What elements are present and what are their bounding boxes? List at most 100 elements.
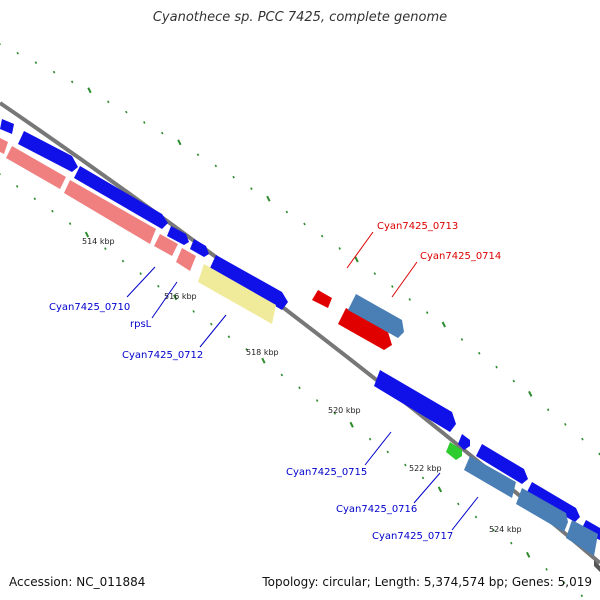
tick-mark [315, 399, 319, 402]
tick-mark [510, 541, 513, 545]
gene-arrow[interactable] [6, 146, 66, 189]
gene-arrow[interactable] [190, 239, 209, 257]
leader-line [364, 431, 392, 466]
tick-mark [16, 51, 19, 55]
gene-labels: Cyan7425_0710 rpsL Cyan7425_0712 Cyan742… [49, 221, 501, 542]
tick-mark [298, 386, 301, 390]
tick-mark [227, 335, 231, 339]
gene-arrow[interactable] [64, 180, 156, 244]
tick-mark [349, 421, 354, 428]
gene-arrow[interactable] [464, 456, 516, 498]
scale-label: 520 kbp [328, 406, 361, 415]
genome-summary-text: Topology: circular; Length: 5,374,574 bp… [262, 575, 592, 589]
gene-arrow[interactable] [198, 264, 276, 324]
tick-mark [546, 408, 550, 412]
scale-label: 522 kbp [409, 464, 442, 473]
tick-mark [173, 294, 178, 301]
tick-mark [581, 437, 584, 441]
tick-mark [564, 422, 567, 426]
tick-mark [143, 121, 146, 124]
gene-arrow[interactable] [458, 434, 470, 450]
gene-label[interactable]: Cyan7425_0710 [49, 302, 130, 313]
tick-mark [87, 87, 92, 94]
tick-mark [266, 195, 271, 202]
gene-arrow[interactable] [526, 482, 580, 522]
tick-mark [437, 486, 443, 493]
tick-mark [545, 568, 548, 571]
tick-mark [192, 310, 195, 313]
leader-line [391, 261, 418, 298]
gene-label[interactable]: Cyan7425_0712 [122, 350, 203, 361]
leader-line [451, 496, 479, 531]
tick-mark [280, 373, 284, 377]
map-title: Cyanothece sp. PCC 7425, complete genome [152, 10, 448, 25]
tick-mark [196, 153, 200, 157]
tick-mark [161, 131, 164, 135]
leader-line [151, 281, 178, 319]
tick-mark [15, 185, 19, 188]
forward-strand-genes [0, 119, 600, 540]
gene-arrow[interactable] [516, 488, 568, 532]
gene-arrow[interactable] [0, 119, 14, 134]
gene-label[interactable]: rpsL [130, 319, 152, 330]
gene-label[interactable]: Cyan7425_0713 [377, 221, 458, 232]
tick-mark [460, 338, 464, 341]
leader-line [199, 314, 227, 348]
tick-mark [210, 322, 213, 326]
gene-arrow[interactable] [0, 138, 8, 154]
gene-arrow[interactable] [566, 520, 598, 556]
tick-mark [474, 515, 478, 519]
tick-mark [386, 450, 389, 454]
tick-mark [285, 210, 289, 214]
leader-line [346, 231, 374, 269]
gene-arrow[interactable] [446, 442, 462, 460]
leader-line [413, 472, 441, 504]
tick-mark [368, 437, 372, 441]
tick-mark [125, 110, 128, 114]
tick-mark [250, 187, 253, 190]
reverse-strand-genes [0, 138, 598, 556]
tick-mark [245, 348, 248, 351]
tick-mark [33, 197, 37, 201]
tick-mark [391, 285, 394, 288]
gene-arrow[interactable] [154, 234, 178, 256]
tick-mark [373, 272, 377, 275]
tick-mark [354, 256, 359, 263]
gene-arrow[interactable] [348, 294, 404, 338]
scale-label: 524 kbp [489, 525, 522, 534]
tick-mark [232, 175, 235, 179]
tick-mark [51, 209, 54, 213]
gene-arrow[interactable] [338, 308, 392, 350]
tick-mark [320, 234, 324, 238]
tick-mark [52, 70, 56, 74]
gene-arrow[interactable] [167, 226, 189, 245]
gene-label[interactable]: Cyan7425_0715 [286, 467, 367, 478]
tick-mark [421, 476, 425, 480]
tick-mark [121, 259, 125, 263]
gene-arrow[interactable] [176, 248, 196, 271]
tick-mark [441, 321, 446, 328]
tick-mark [68, 222, 72, 225]
gene-label[interactable]: Cyan7425_0717 [372, 531, 453, 542]
gene-arrow[interactable] [18, 131, 78, 172]
gene-label[interactable]: Cyan7425_0714 [420, 251, 501, 262]
tick-mark [157, 284, 160, 288]
tick-mark [478, 351, 481, 355]
tick-mark [512, 379, 515, 383]
tick-mark [104, 247, 107, 250]
gene-arrow[interactable] [374, 370, 456, 432]
tick-mark [333, 412, 337, 415]
tick-mark [408, 298, 411, 301]
gene-arrow[interactable] [312, 290, 332, 308]
tick-mark [562, 581, 566, 584]
gene-arrow[interactable] [74, 166, 168, 229]
tick-mark [70, 80, 74, 84]
scale-label: 514 kbp [82, 237, 115, 246]
gene-arrow[interactable] [210, 255, 288, 310]
tick-mark [84, 231, 90, 238]
scale-label: 516 kbp [164, 292, 197, 301]
accession-text: Accession: NC_011884 [9, 575, 146, 589]
gene-label[interactable]: Cyan7425_0716 [336, 504, 417, 515]
gene-arrow[interactable] [476, 444, 528, 484]
tick-mark [526, 551, 531, 558]
